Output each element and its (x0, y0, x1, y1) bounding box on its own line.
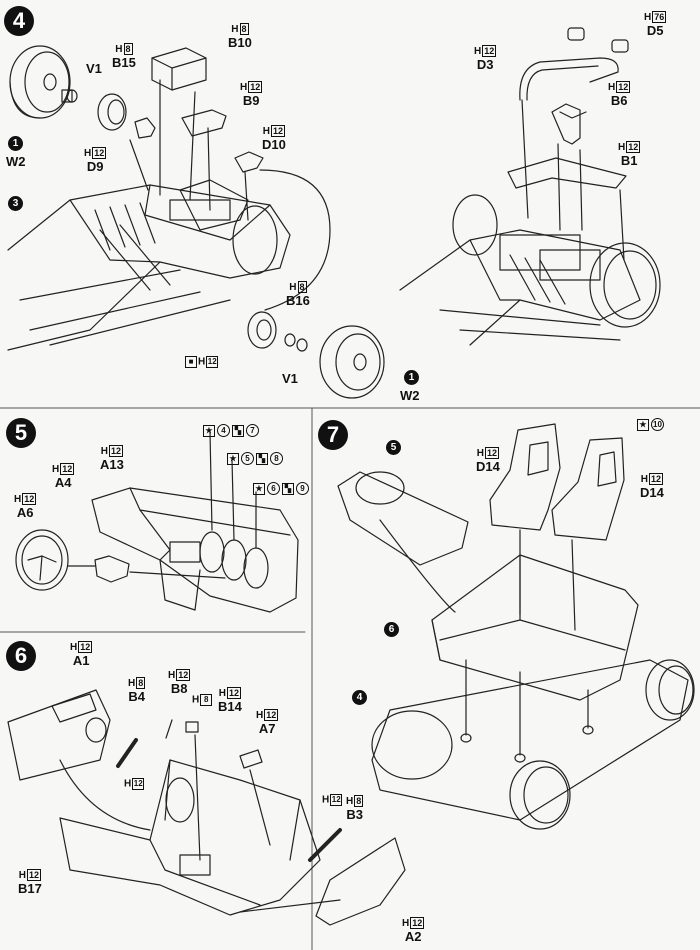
callout-5: 5 (386, 440, 401, 455)
checker-icon: ▚ (232, 424, 244, 437)
paint-mark-8: ★5▚8 (226, 452, 284, 465)
callout-w2-top: 1 (8, 136, 23, 151)
paint-mark-10: ★10 (636, 418, 665, 431)
callout-6: 6 (384, 622, 399, 637)
callout-w2-bottom: 1 (404, 370, 419, 385)
step4-left-chassis (7, 45, 385, 399)
step6-interior-tub (7, 689, 406, 926)
step5-dashboard (15, 431, 299, 613)
star-icon: ★ (253, 482, 265, 495)
star-icon: ★ (637, 418, 649, 431)
label-v1-bottom: V1 (282, 371, 298, 386)
step-number-6: 6 (6, 641, 36, 671)
label-w2-top: W2 (6, 154, 26, 169)
callout-3: 3 (8, 196, 23, 211)
checker-icon: ▚ (256, 452, 268, 465)
callout-4: 4 (352, 690, 367, 705)
step4-right-chassis (399, 27, 661, 346)
step-number-7: 7 (318, 420, 348, 450)
paint-mark-9: ★6▚9 (252, 482, 310, 495)
paint-mark-7: ★4▚7 (202, 424, 260, 437)
paint-swatch-icon: ■ (185, 356, 197, 368)
label-v1-top: V1 (86, 61, 102, 76)
star-icon: ★ (227, 452, 239, 465)
step-number-4: 4 (4, 6, 34, 36)
star-icon: ★ (203, 424, 215, 437)
step-number-5: 5 (6, 418, 36, 448)
label-w2-bottom: W2 (400, 388, 420, 403)
step7-assembly (337, 423, 695, 830)
checker-icon: ▚ (282, 482, 294, 495)
